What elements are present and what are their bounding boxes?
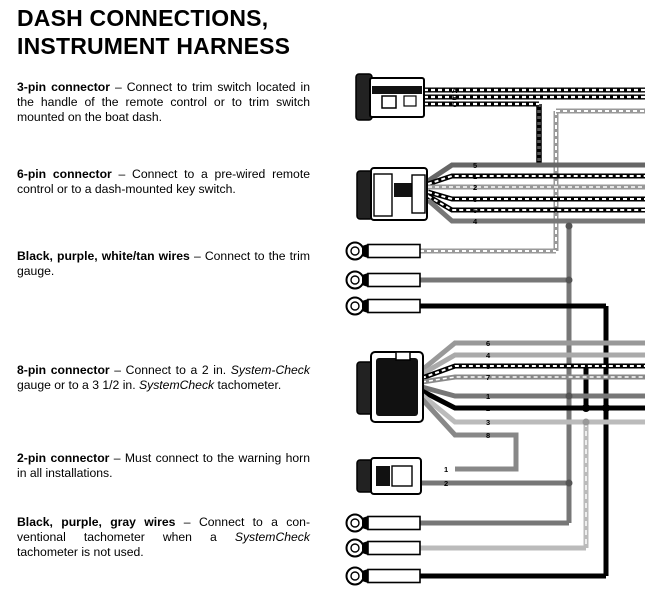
tach-wires xyxy=(345,513,606,586)
three-pin-connector xyxy=(355,73,425,121)
ring-terminal-white-tan xyxy=(345,241,421,261)
eight-pin-wires: 6 4 5 7 1 2 3 8 xyxy=(420,339,645,472)
section-separator: – xyxy=(109,80,127,94)
pin-label-b: B xyxy=(452,93,458,102)
pin-label-a: A xyxy=(452,86,458,95)
pin-label-8p-5: 5 xyxy=(486,362,490,371)
section-trim-gauge-wires: Black, purple, white/tan wires – Connect… xyxy=(17,249,310,279)
pin-label-2p-1: 1 xyxy=(444,465,448,474)
section-body-text: Connect to a pre-wired remote control or… xyxy=(17,167,310,197)
pin-label-8p-7: 7 xyxy=(486,373,490,382)
section-body-text: Must connect to the warning horn in all … xyxy=(17,451,310,481)
pin-label-6p-6: 6 xyxy=(473,206,477,215)
section-body-text: Connect to a 2 in. xyxy=(125,363,231,377)
section-two-pin: 2-pin connector – Must connect to the wa… xyxy=(17,451,310,481)
pin-label-6p-1: 1 xyxy=(473,172,477,181)
six-pin-wires: 5 1 2 3 6 4 xyxy=(426,161,645,226)
section-heading: 6-pin connector xyxy=(17,167,112,181)
section-body-text: Connect to a con-ventional tachometer wh… xyxy=(17,515,310,545)
section-separator: – xyxy=(109,451,125,465)
pin-label-6p-2: 2 xyxy=(473,183,477,192)
pin-label-8p-2: 2 xyxy=(486,404,490,413)
section-body-text: SystemCheck xyxy=(138,378,215,393)
two-pin-wires: 1 2 xyxy=(420,465,573,488)
pin-label-8p-8: 8 xyxy=(486,431,490,440)
section-heading: 8-pin connector xyxy=(17,363,110,377)
pin-label-8p-6: 6 xyxy=(486,339,490,348)
section-body-text: gauge or to a 3 1/2 in. xyxy=(17,378,139,393)
title-line-1: DASH CONNECTIONS, xyxy=(17,5,269,31)
pin-label-8p-4: 4 xyxy=(486,351,491,360)
pin-label-6p-4: 4 xyxy=(473,217,478,226)
ring-terminal-tach-black xyxy=(345,566,421,586)
section-six-pin: 6-pin connector – Connect to a pre-wired… xyxy=(17,167,310,197)
two-pin-connector xyxy=(356,457,422,495)
section-eight-pin: 8-pin connector – Connect to a 2 in. Sys… xyxy=(17,363,310,393)
ring-terminal-tach-purple xyxy=(345,513,421,533)
section-separator: – xyxy=(109,363,126,377)
section-heading: Black, purple, gray wires xyxy=(17,515,176,529)
section-tach-wires: Black, purple, gray wires – Connect to a… xyxy=(17,515,310,561)
pin-label-6p-5: 5 xyxy=(473,161,477,170)
section-body-text: Connect to trim switch located in the ha… xyxy=(17,80,310,125)
pin-label-c: C xyxy=(452,100,458,109)
section-body-text: Connect to the trim gauge. xyxy=(17,249,310,279)
section-separator: – xyxy=(175,515,199,529)
pin-label-2p-2: 2 xyxy=(444,479,448,488)
section-separator: – xyxy=(189,249,205,263)
ring-terminal-purple xyxy=(345,270,421,290)
section-separator: – xyxy=(111,167,133,181)
section-three-pin: 3-pin connector – Connect to trim switch… xyxy=(17,80,310,126)
pin-label-8p-1: 1 xyxy=(486,392,490,401)
section-heading: Black, purple, white/tan wires xyxy=(17,249,190,263)
pin-label-8p-3: 3 xyxy=(486,418,490,427)
section-heading: 3-pin connector xyxy=(17,80,110,94)
six-pin-connector xyxy=(356,167,428,221)
section-heading: 2-pin connector xyxy=(17,451,110,465)
title-line-2: INSTRUMENT HARNESS xyxy=(17,33,291,59)
three-pin-wires: A B C xyxy=(424,86,645,114)
eight-pin-connector xyxy=(356,351,424,423)
section-body-text: SystemCheck xyxy=(234,530,310,545)
section-body-text: tachometer is not used. xyxy=(17,545,144,560)
pin-label-6p-3: 3 xyxy=(473,195,477,204)
trim-gauge-wires xyxy=(345,222,606,316)
section-body-text: tachometer. xyxy=(214,378,282,393)
ring-terminal-tach-gray xyxy=(345,538,421,558)
section-body-text: System-Check xyxy=(230,363,310,377)
ring-terminal-black xyxy=(345,296,421,316)
